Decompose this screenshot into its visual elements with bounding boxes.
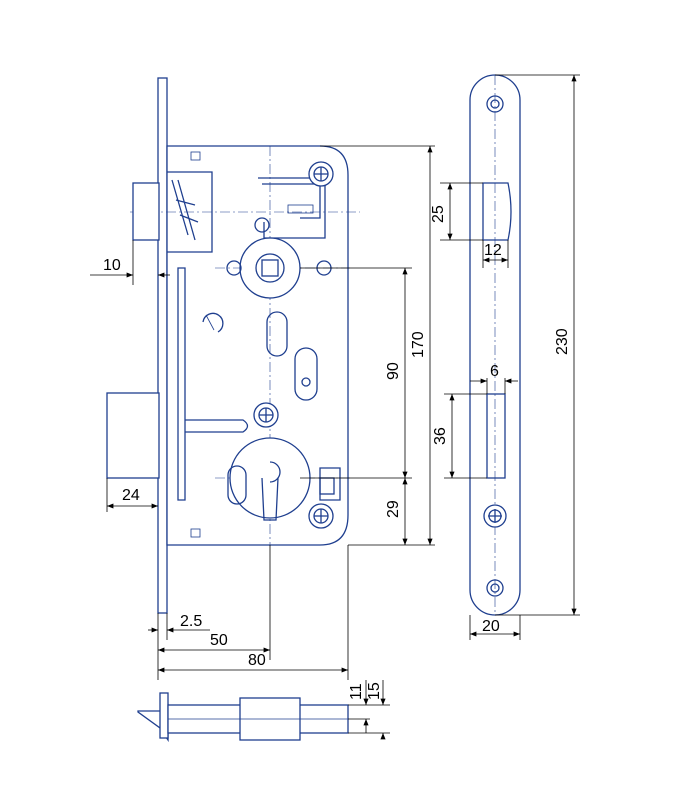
dim-50-label: 50 [210,632,228,649]
screw-bottom [308,503,334,529]
screw-top [308,161,334,187]
dimension-lines [90,74,580,740]
dim-6-label: 6 [490,363,499,380]
lock-front-view [106,77,360,614]
dim-29-label: 29 [385,500,402,518]
dim-25-label: 25 [430,205,447,223]
faceplate [157,77,168,614]
dim-12-label: 12 [484,242,502,259]
dim-36-label: 36 [432,427,449,445]
dim-80-label: 80 [248,652,266,669]
strike-plate [469,74,521,616]
dim-15-label: 15 [366,682,383,700]
dim-90-label: 90 [385,362,402,380]
screw-middle [253,402,279,428]
dim-2-5-label: 2.5 [180,613,202,630]
dim-20-label: 20 [482,618,500,635]
dim-230-label: 230 [554,328,571,355]
lower-bolt-block [106,392,160,479]
dimension-labels: 10 24 2.5 50 80 90 29 170 25 12 6 36 230… [103,205,571,700]
dim-11-label: 11 [348,683,365,700]
dim-170-label: 170 [410,331,427,358]
dim-24-label: 24 [122,487,140,504]
lock-top-view [137,692,349,743]
dim-10-label: 10 [103,257,121,274]
latch-bolt [132,171,213,253]
